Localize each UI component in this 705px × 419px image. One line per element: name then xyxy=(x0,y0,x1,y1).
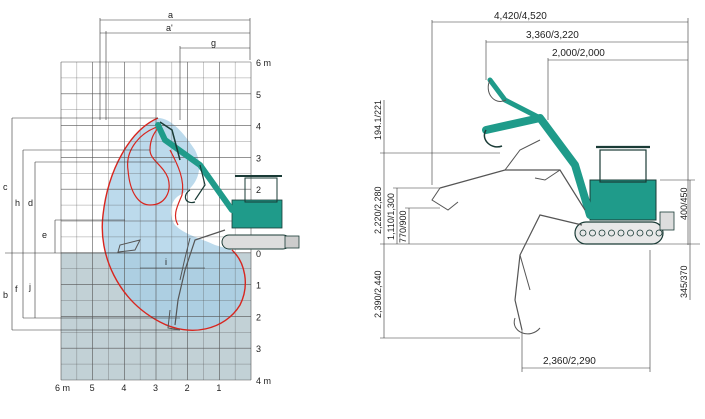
dim-770: 770/900 xyxy=(398,210,408,243)
envelope-inner-2 xyxy=(169,149,184,226)
grid-bottom-tick-label: 6 m xyxy=(55,383,70,393)
grid-right-tick-label: 3 xyxy=(256,153,261,163)
grid-bottom-tick-label: 1 xyxy=(216,383,221,393)
dim-2390: 2,390/2,440 xyxy=(373,270,383,318)
dim-label-i: i xyxy=(165,257,167,267)
dim-label-h: h xyxy=(15,198,20,208)
grid-bottom-tick-label: 2 xyxy=(185,383,190,393)
grid-right-tick-label: 0 xyxy=(256,249,261,259)
dim-tail-swing: 2,360/2,290 xyxy=(543,356,596,367)
dim-194: 194.1/221 xyxy=(373,100,383,140)
machine-dimensions-diagram: 4,420/4,520 3,360/3,220 2,000/2,000 194.… xyxy=(373,11,700,372)
excavator-machine-right xyxy=(431,77,675,335)
dim-overall-reach: 4,420/4,520 xyxy=(494,11,547,22)
dim-near-reach: 2,000/2,000 xyxy=(552,48,605,59)
grid-bottom-tick-label: 3 xyxy=(153,383,158,393)
dim-label-c: c xyxy=(3,182,8,192)
dim-345: 345/370 xyxy=(679,265,689,298)
track-roller xyxy=(589,229,596,237)
grid-right-tick-label: 2 xyxy=(256,185,261,195)
envelope-outer xyxy=(101,117,246,331)
dim-label-f: f xyxy=(15,284,18,294)
track-roller xyxy=(636,229,644,237)
grid-right-tick-label: 4 m xyxy=(256,376,271,386)
grid-right-tick-label: 5 xyxy=(256,90,261,100)
grid-right-tick-label: 1 xyxy=(256,281,261,291)
track-roller xyxy=(646,229,653,237)
track-roller xyxy=(598,229,606,237)
working-envelope-fill xyxy=(102,118,246,331)
grid-right-tick-label: 2 xyxy=(256,312,261,322)
working-range-diagram: a a' g c h d e f b j i 6 m 5 4 3 2 1 0 xyxy=(3,10,300,393)
grid-right-tick-label: 3 xyxy=(256,344,261,354)
dim-label-g: g xyxy=(211,38,216,48)
track-roller xyxy=(617,229,625,237)
dim-label-b: b xyxy=(3,290,8,300)
dim-mid-reach: 3,360/3,220 xyxy=(526,30,579,41)
dim-label-e: e xyxy=(42,230,47,240)
grid-bottom-tick-label: 4 xyxy=(121,383,126,393)
grid xyxy=(60,61,252,381)
grid-bottom-tick-label: 5 xyxy=(90,383,95,393)
grid-right-tick-label: 4 xyxy=(256,122,261,132)
dim-label-j: j xyxy=(28,282,31,292)
envelope-inner xyxy=(127,125,170,206)
grid-right-tick-label: 6 m xyxy=(256,58,271,68)
dim-label-a: a xyxy=(168,10,173,20)
track-roller xyxy=(655,229,663,237)
excavator-machine-left xyxy=(117,121,300,331)
dim-label-d: d xyxy=(28,198,33,208)
dim-label-a-prime: a' xyxy=(166,23,173,33)
track-roller xyxy=(579,229,587,237)
track-roller xyxy=(608,229,615,237)
dim-2220: 2,220/2,280 xyxy=(373,186,383,234)
dim-1110: 1,110/1,300 xyxy=(386,193,396,240)
track-roller xyxy=(627,229,634,237)
dim-400: 400/450 xyxy=(679,187,689,220)
